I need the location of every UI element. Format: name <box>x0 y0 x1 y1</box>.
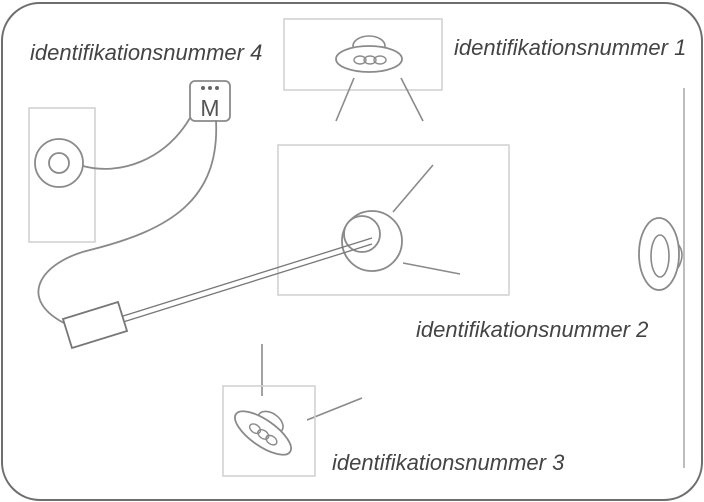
ceiling-light-icon <box>335 35 403 73</box>
central-knob-icon <box>341 210 403 272</box>
wall-plate-frame <box>28 107 96 243</box>
floor-lamp-icon <box>234 410 292 456</box>
label-identification-2: identifikationsnummer 2 <box>416 317 648 342</box>
central-unit-frame <box>277 144 510 296</box>
handpiece-arm <box>61 237 373 350</box>
floor-unit-pointer <box>306 397 363 421</box>
floor-unit-frame <box>222 385 316 477</box>
round-sensor-icon <box>34 138 84 188</box>
label-identification-3: identifikationsnummer 3 <box>332 450 565 475</box>
ceiling-light-frame <box>283 18 443 91</box>
wall-mounted-lamp-icon <box>638 217 683 291</box>
m-device-icon: M <box>189 80 231 122</box>
light-beam-left <box>335 77 355 122</box>
m-device-glyph: M <box>200 95 219 121</box>
knob-tail-line <box>402 262 461 275</box>
label-identification-1: identifikationsnummer 1 <box>454 35 686 60</box>
light-beam-right <box>400 77 424 122</box>
label-identification-4: identifikationsnummer 4 <box>30 40 262 65</box>
sensor-cable <box>82 117 191 170</box>
knob-pointer-line <box>392 164 434 213</box>
long-cable <box>37 119 217 326</box>
